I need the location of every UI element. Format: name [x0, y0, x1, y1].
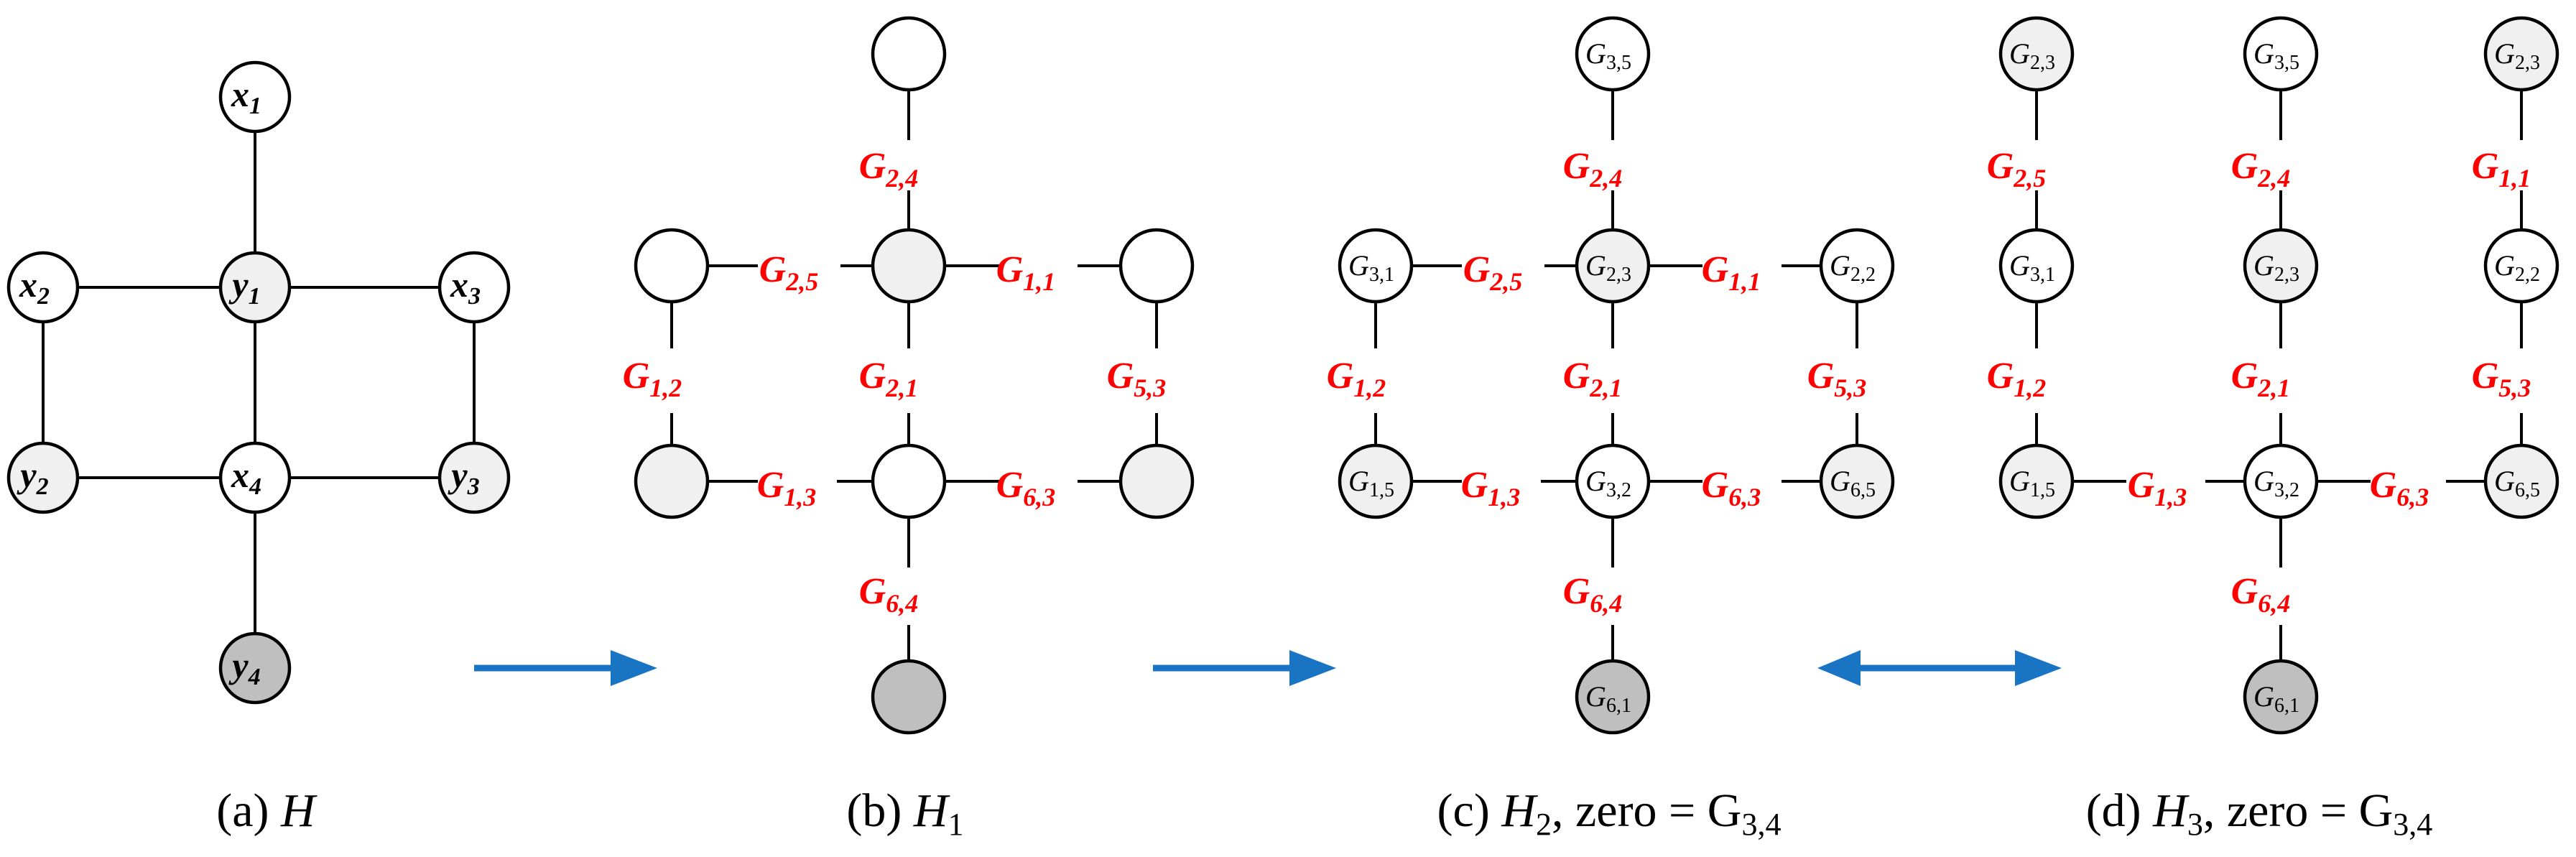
edge-label-c-right-top: G1,1 — [1702, 249, 1761, 296]
node-label-x2: x2 — [19, 264, 50, 310]
panel-b: G2,4 G2,5 G1,1 G1,2 G2,1 G5,3 G1,3 G6,3 … — [623, 16, 1195, 842]
edge-label-c-right-bottom: G6,3 — [1702, 465, 1761, 511]
node-y1 — [218, 251, 292, 324]
edge-label-c-left-bottom: G1,3 — [1461, 465, 1521, 511]
edge-label-b-bottom: G6,4 — [859, 571, 919, 618]
double-arrow-c-d — [1817, 650, 2062, 686]
edge-label-b-top: G2,4 — [859, 146, 919, 193]
node-label-c-center-bottom: G3,2 — [1585, 465, 1631, 501]
panel-c: G3,5 G3,1 G2,3 G2,2 G1,5 G3,2 G6,5 G6,1 … — [1327, 16, 1895, 842]
edge-label-c-left-top: G2,5 — [1463, 249, 1523, 296]
node-label-y3: y3 — [448, 455, 479, 500]
edge-label-b-right-top: G1,1 — [996, 249, 1056, 296]
node-d-center-3 — [2243, 443, 2319, 519]
node-c-left-top — [1338, 228, 1414, 304]
node-c-right-top — [1819, 228, 1895, 304]
node-label-x1: x1 — [231, 74, 261, 119]
edge-label-d-h-left: G1,3 — [2128, 465, 2187, 511]
node-d-center-2 — [2243, 228, 2319, 304]
node-c-bottom — [1575, 659, 1651, 735]
node-b-right-bottom — [1118, 443, 1195, 519]
node-b-center-bottom — [871, 443, 947, 519]
node-label-c-left-bottom: G1,5 — [1348, 465, 1394, 501]
caption-d: (d) H3, zero = G3,4 — [2086, 784, 2433, 842]
arrow-b-to-c — [1153, 650, 1336, 686]
edge-label-b-left-vert: G1,2 — [623, 356, 682, 402]
node-label-x4: x4 — [231, 455, 261, 500]
node-x1 — [218, 60, 292, 134]
edge-label-c-right-vert: G5,3 — [1807, 356, 1867, 402]
node-b-bottom — [871, 659, 947, 735]
node-label-d-right-3: G6,5 — [2494, 465, 2540, 501]
node-label-c-left-top: G3,1 — [1348, 249, 1394, 286]
node-label-d-left-2: G3,1 — [2009, 249, 2055, 286]
node-b-left-bottom — [634, 443, 710, 519]
node-d-right-1 — [2483, 16, 2559, 92]
node-c-top — [1575, 16, 1651, 92]
node-c-center-top — [1575, 228, 1651, 304]
edge-label-c-center-vert: G2,1 — [1563, 356, 1623, 402]
node-label-c-bottom: G6,1 — [1585, 680, 1631, 717]
node-label-c-right-top: G2,2 — [1830, 249, 1876, 286]
edge-label-c-left-vert: G1,2 — [1327, 356, 1386, 402]
edge-label-b-right-bottom: G6,3 — [996, 465, 1056, 511]
caption-a: (a) H — [216, 784, 318, 837]
node-d-right-3 — [2483, 443, 2559, 519]
edge-label-d-left-23: G1,2 — [1987, 356, 2047, 402]
node-c-right-bottom — [1819, 443, 1895, 519]
node-c-left-bottom — [1338, 443, 1414, 519]
panel-d: G2,3 G3,5 G2,3 G3,1 G2,3 G2,2 G1,5 G3,2 … — [1987, 16, 2559, 842]
edge-label-d-center-23: G2,1 — [2231, 356, 2291, 402]
node-label-d-center-4: G6,1 — [2253, 680, 2299, 717]
node-label-y1: y1 — [228, 264, 260, 310]
node-label-d-right-2: G2,2 — [2494, 249, 2540, 286]
node-d-right-2 — [2483, 228, 2559, 304]
edge-label-b-left-top: G2,5 — [759, 249, 819, 296]
edge-label-d-center-12: G2,4 — [2231, 146, 2291, 193]
caption-b: (b) H1 — [846, 784, 963, 842]
node-x4 — [218, 441, 292, 514]
node-b-top — [871, 16, 947, 92]
node-d-center-4 — [2243, 659, 2319, 735]
panel-a: x1 x2 y1 x3 y2 x4 y3 y4 (a) H — [6, 60, 511, 837]
edge-label-c-top: G2,4 — [1563, 146, 1623, 193]
node-x3 — [437, 251, 511, 324]
node-label-y2: y2 — [17, 455, 48, 500]
node-label-y4: y4 — [228, 645, 260, 690]
node-d-left-2 — [1998, 228, 2075, 304]
edge-label-d-center-34: G6,4 — [2231, 571, 2291, 618]
arrow-a-to-b — [474, 650, 657, 686]
node-y4 — [218, 631, 292, 705]
node-label-d-center-1: G3,5 — [2253, 37, 2299, 74]
node-label-c-center-top: G2,3 — [1585, 249, 1631, 286]
node-c-center-bottom — [1575, 443, 1651, 519]
node-y2 — [6, 441, 80, 514]
edge-label-b-left-bottom: G1,3 — [757, 465, 817, 511]
edge-label-d-right-12: G1,1 — [2472, 146, 2531, 193]
edge-label-c-bottom: G6,4 — [1563, 571, 1623, 618]
node-label-d-center-3: G3,2 — [2253, 465, 2299, 501]
node-label-d-right-1: G2,3 — [2494, 37, 2540, 74]
node-b-right-top — [1118, 228, 1195, 304]
node-label-d-left-1: G2,3 — [2009, 37, 2055, 74]
node-label-d-left-3: G1,5 — [2009, 465, 2055, 501]
node-y3 — [437, 441, 511, 514]
node-label-x3: x3 — [450, 264, 481, 310]
edge-label-b-center-vert: G2,1 — [859, 356, 919, 402]
edge-label-b-right-vert: G5,3 — [1107, 356, 1167, 402]
node-b-center-top — [871, 228, 947, 304]
node-d-center-1 — [2243, 16, 2319, 92]
caption-c: (c) H2, zero = G3,4 — [1437, 784, 1782, 842]
edge-label-d-right-23: G5,3 — [2472, 356, 2531, 402]
node-x2 — [6, 251, 80, 324]
node-label-c-right-bottom: G6,5 — [1830, 465, 1876, 501]
edge-label-d-h-right: G6,3 — [2370, 465, 2429, 511]
node-label-c-top: G3,5 — [1585, 37, 1631, 74]
edge-label-d-left-12: G2,5 — [1987, 146, 2047, 193]
node-d-left-3 — [1998, 443, 2075, 519]
node-b-left-top — [634, 228, 710, 304]
node-d-left-1 — [1998, 16, 2075, 92]
node-label-d-center-2: G2,3 — [2253, 249, 2299, 286]
